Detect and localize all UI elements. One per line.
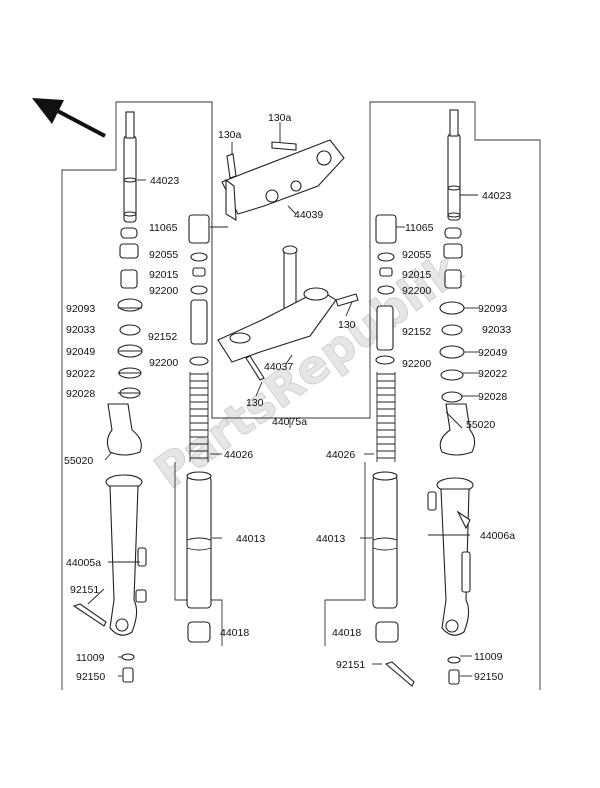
label-44006a[interactable]: 44006a — [480, 530, 515, 542]
label-92049-left[interactable]: 92049 — [66, 346, 95, 358]
label-92152-left[interactable]: 92152 — [148, 331, 177, 343]
label-44026-right[interactable]: 44026 — [326, 449, 355, 461]
label-130-right[interactable]: 130 — [338, 319, 356, 331]
label-44039[interactable]: 44039 — [294, 209, 323, 221]
left-spring — [189, 372, 209, 462]
right-seals — [439, 301, 465, 403]
label-11065-left[interactable]: 11065 — [149, 222, 178, 234]
label-44023-right[interactable]: 44023 — [482, 190, 511, 202]
label-92151-left[interactable]: 92151 — [70, 584, 99, 596]
left-seals — [117, 298, 143, 399]
right-fork-guard — [439, 403, 476, 456]
label-11065-right[interactable]: 11065 — [405, 222, 434, 234]
upper-bracket — [221, 139, 345, 222]
left-bottom-hardware — [72, 603, 135, 683]
label-92022-left[interactable]: 92022 — [66, 368, 95, 380]
label-92015-left[interactable]: 92015 — [149, 269, 178, 281]
label-92200-left-top[interactable]: 92200 — [149, 285, 178, 297]
label-92150-left[interactable]: 92150 — [76, 671, 105, 683]
right-piece-44018 — [375, 621, 399, 643]
right-inner-tube — [443, 109, 463, 289]
label-92028-left[interactable]: 92028 — [66, 388, 95, 400]
label-44018-left[interactable]: 44018 — [220, 627, 249, 639]
label-44005a[interactable]: 44005a — [66, 557, 101, 569]
label-44018-right[interactable]: 44018 — [332, 627, 361, 639]
label-44037[interactable]: 44037 — [264, 361, 293, 373]
label-44013-right[interactable]: 44013 — [316, 533, 345, 545]
label-92093-right[interactable]: 92093 — [478, 303, 507, 315]
front-direction-arrow — [32, 98, 106, 138]
label-44013-left[interactable]: 44013 — [236, 533, 265, 545]
steering-stem — [217, 245, 359, 381]
label-92093-left[interactable]: 92093 — [66, 303, 95, 315]
right-bottom-hardware — [384, 656, 461, 687]
label-92150-right[interactable]: 92150 — [474, 671, 503, 683]
label-44075a[interactable]: 44075a — [272, 416, 307, 428]
label-92028-right[interactable]: 92028 — [478, 391, 507, 403]
label-130-bottom[interactable]: 130 — [246, 397, 264, 409]
label-92049-right[interactable]: 92049 — [478, 347, 507, 359]
right-washer-mid — [375, 355, 395, 365]
label-130a-top[interactable]: 130a — [268, 112, 292, 124]
label-92200-right-top[interactable]: 92200 — [402, 285, 431, 297]
label-92022-right[interactable]: 92022 — [478, 368, 507, 380]
label-92152-right[interactable]: 92152 — [402, 326, 431, 338]
label-92015-right[interactable]: 92015 — [402, 269, 431, 281]
right-outer-tube — [427, 477, 474, 636]
leader-lines — [87, 122, 478, 677]
left-spacer — [190, 299, 208, 345]
label-11009-left[interactable]: 11009 — [76, 652, 105, 664]
left-piece-44018 — [187, 621, 211, 643]
label-92033-left[interactable]: 92033 — [66, 324, 95, 336]
left-fork-guard — [106, 403, 142, 456]
label-92200-left-mid[interactable]: 92200 — [149, 357, 178, 369]
label-130a-left[interactable]: 130a — [218, 129, 242, 141]
label-92033-right[interactable]: 92033 — [482, 324, 511, 336]
label-92055-left[interactable]: 92055 — [149, 249, 178, 261]
left-washer-mid — [189, 356, 209, 366]
assembly-frames — [61, 101, 541, 690]
label-92151-right[interactable]: 92151 — [336, 659, 365, 671]
label-92055-right[interactable]: 92055 — [402, 249, 431, 261]
right-top-cap — [375, 214, 397, 295]
right-spring — [376, 372, 396, 462]
left-inner-tube — [119, 111, 139, 289]
left-damper-rod — [186, 471, 212, 609]
left-top-cap — [188, 214, 210, 295]
label-55020-right[interactable]: 55020 — [466, 419, 495, 431]
label-55020-left[interactable]: 55020 — [64, 455, 93, 467]
right-damper-rod — [372, 471, 398, 609]
left-outer-tube — [105, 474, 147, 636]
label-11009-right[interactable]: 11009 — [474, 651, 503, 663]
label-44023-left[interactable]: 44023 — [150, 175, 179, 187]
part-labels: 130a 130a 44039 44023 44023 11065 11065 … — [64, 112, 515, 683]
right-spacer — [376, 305, 394, 351]
label-92200-right-mid[interactable]: 92200 — [402, 358, 431, 370]
label-44026-left[interactable]: 44026 — [224, 449, 253, 461]
